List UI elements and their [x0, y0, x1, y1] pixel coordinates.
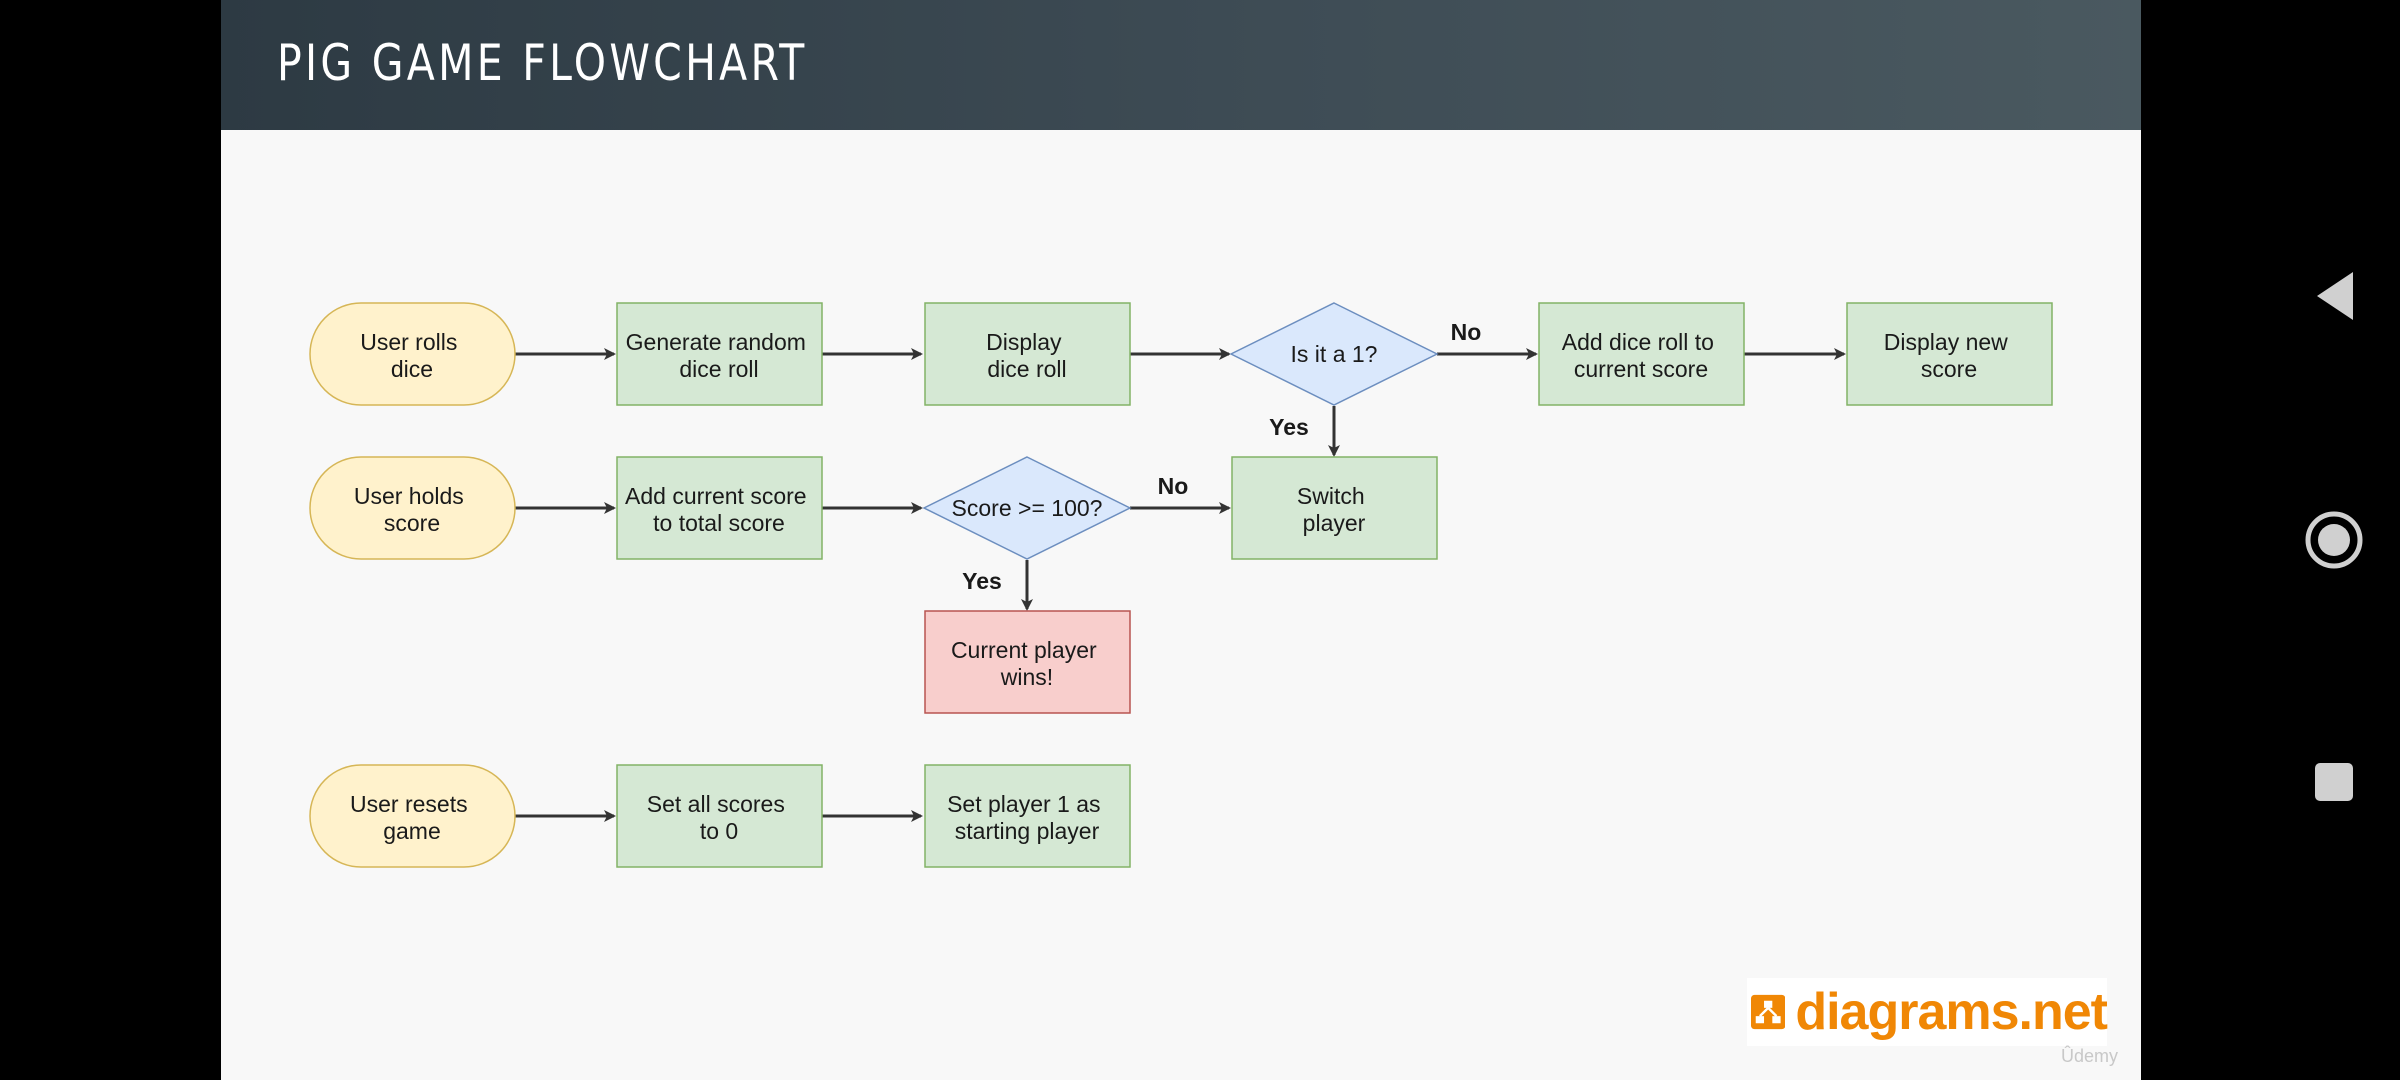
svg-text:Display new score: Display new score — [1884, 329, 2014, 382]
svg-text:Set all scores to 0: Set all scores to 0 — [647, 791, 791, 844]
node-score-ge-100-decision: Score >= 100? — [922, 456, 1132, 560]
node-label-line: dice roll — [987, 356, 1066, 382]
svg-text:User holds score: User holds score — [354, 483, 470, 536]
svg-text:User resets game: User resets game — [350, 791, 474, 844]
edges — [515, 348, 1846, 822]
node-label-line: User resets — [350, 791, 468, 817]
node-label-line: score — [384, 510, 440, 536]
node-add-dice-roll-to-current-score: Add dice roll to current score — [1538, 302, 1745, 406]
page-title: PIG GAME FLOWCHART — [277, 34, 808, 92]
android-nav-bar — [2141, 0, 2400, 1080]
diagrams-net-logo: diagrams.net — [1747, 978, 2108, 1046]
svg-text:Is it a 1?: Is it a 1? — [1291, 341, 1378, 367]
udemy-watermark: Ûdemy — [2061, 1046, 2119, 1066]
node-label-line: to 0 — [700, 818, 738, 844]
edge-label-is1-no: No — [1451, 319, 1482, 345]
node-set-player-1-starting: Set player 1 as starting player — [924, 764, 1131, 868]
node-label-line: Score >= 100? — [952, 495, 1103, 521]
node-label-line: dice — [391, 356, 433, 382]
node-label-line: Display new — [1884, 329, 2008, 355]
triangle-back-icon[interactable] — [2313, 270, 2357, 322]
node-label-line: Add current score — [625, 483, 807, 509]
node-label-line: Set player 1 as — [947, 791, 1100, 817]
svg-text:Current player wins!: Current player wins! — [951, 637, 1103, 690]
node-label-line: Display — [986, 329, 1062, 355]
node-label-line: to total score — [653, 510, 785, 536]
svg-text:Switch player: Switch player — [1297, 483, 1371, 536]
svg-text:Set player 1 as starti: Set player 1 as starting player — [947, 791, 1107, 844]
node-label-line: score — [1921, 356, 1977, 382]
node-label-line: Switch — [1297, 483, 1365, 509]
title-bar: PIG GAME FLOWCHART — [221, 0, 2141, 130]
node-label-line: User holds — [354, 483, 464, 509]
node-current-player-wins: Current player wins! — [924, 610, 1131, 714]
node-label-line: game — [383, 818, 441, 844]
node-user-rolls-dice: User rolls dice — [309, 302, 516, 406]
svg-text:Generate random dice r: Generate random dice roll — [626, 329, 813, 382]
node-label-line: Is it a 1? — [1291, 341, 1378, 367]
node-user-resets-game: User resets game — [309, 764, 516, 868]
square-recents-icon[interactable] — [2314, 762, 2354, 802]
node-label-line: current score — [1574, 356, 1708, 382]
edge-label-score-no: No — [1158, 473, 1189, 499]
node-label-line: player — [1303, 510, 1366, 536]
node-generate-random-dice-roll: Generate random dice roll — [616, 302, 823, 406]
svg-text:Score >= 100?: Score >= 100? — [952, 495, 1103, 521]
node-set-all-scores-to-0: Set all scores to 0 — [616, 764, 823, 868]
node-add-current-score-to-total: Add current score to total score — [616, 456, 823, 560]
node-label-line: starting player — [955, 818, 1100, 844]
node-display-dice-roll: Display dice roll — [924, 302, 1131, 406]
node-is-it-a-1-decision: Is it a 1? — [1229, 302, 1439, 406]
svg-text:User rolls dice: User rolls dice — [360, 329, 464, 382]
node-user-holds-score: User holds score — [309, 456, 516, 560]
edge-label-is1-yes: Yes — [1269, 414, 1309, 440]
edge-label-score-yes: Yes — [962, 568, 1002, 594]
node-label-line: Current player — [951, 637, 1097, 663]
node-label-line: wins! — [1000, 664, 1053, 690]
node-label-line: Generate random — [626, 329, 806, 355]
node-label-line: dice roll — [679, 356, 758, 382]
node-label-line: User rolls — [360, 329, 457, 355]
flowchart-diagram: No Yes No Yes User rolls dice Generate r… — [309, 302, 2053, 868]
node-label-line: Add dice roll to — [1562, 329, 1714, 355]
diagrams-net-logo-icon — [1751, 994, 1786, 1030]
circle-home-icon[interactable] — [2304, 510, 2364, 570]
svg-text:Add dice roll to curre: Add dice roll to current score — [1562, 329, 1721, 382]
svg-text:Display dice roll: Display dice roll — [986, 329, 1068, 382]
node-label-line: Set all scores — [647, 791, 785, 817]
brand-name: diagrams.net — [1795, 983, 2108, 1041]
node-display-new-score: Display new score — [1846, 302, 2053, 406]
node-switch-player: Switch player — [1231, 456, 1438, 560]
svg-text:Add current score to t: Add current score to total score — [625, 483, 813, 536]
slide: PIG GAME FLOWCHART No Yes No Yes — [221, 0, 2141, 1080]
